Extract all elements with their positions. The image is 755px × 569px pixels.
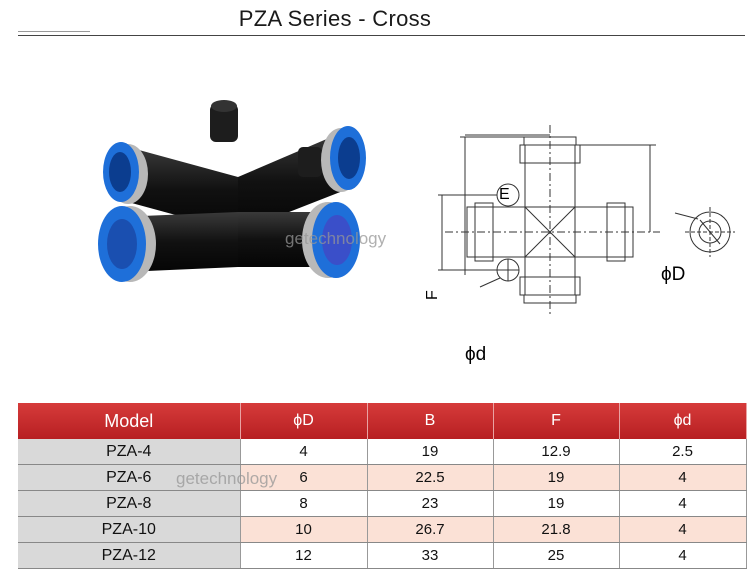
table-row: PZA-6 6 22.5 19 4	[18, 464, 747, 491]
cell-b: 26.7	[367, 516, 494, 543]
cell-model: PZA-10	[18, 516, 241, 543]
dimension-label-phi-d-outer: ϕD	[661, 264, 686, 285]
header-model: Model	[18, 403, 241, 439]
cell-b: 23	[367, 490, 494, 517]
cell-phi-d-inner: 2.5	[619, 439, 747, 465]
watermark: getechnology	[176, 469, 278, 488]
technical-drawing	[438, 125, 735, 315]
table-row: PZA-8 8 23 19 4	[18, 490, 747, 517]
cell-f: 19	[493, 490, 620, 517]
cell-phi-d-outer: 10	[240, 516, 368, 543]
cell-phi-d-inner: 4	[619, 464, 747, 491]
title-accent-rule	[18, 31, 90, 32]
cell-model: PZA-6	[18, 464, 241, 491]
cell-phi-d-outer: 4	[240, 439, 368, 465]
cell-f: 21.8	[493, 516, 620, 543]
header-b: B	[367, 403, 494, 439]
cell-model: PZA-4	[18, 439, 241, 465]
cell-phi-d-outer: 8	[240, 490, 368, 517]
cell-phi-d-inner: 4	[619, 516, 747, 543]
cell-model: PZA-8	[18, 490, 241, 517]
table-row: PZA-4 4 19 12.9 2.5	[18, 439, 747, 465]
cell-f: 19	[493, 464, 620, 491]
header-phi-d-inner: ϕd	[619, 403, 747, 439]
table-row: PZA-10 10 26.7 21.8 4	[18, 516, 747, 543]
product-photo	[98, 100, 366, 282]
page-title: PZA Series - Cross	[238, 6, 432, 31]
cell-phi-d-inner: 4	[619, 490, 747, 517]
cell-b: 19	[367, 439, 494, 465]
cell-f: 12.9	[493, 439, 620, 465]
specification-table: Model ϕD B F ϕd PZA-4 4 19 12.9 2.5 PZA-…	[18, 403, 747, 569]
header-f: F	[493, 403, 620, 439]
header-phi-d-outer: ϕD	[240, 403, 368, 439]
cell-b: 22.5	[367, 464, 494, 491]
dimension-label-f: F	[424, 290, 441, 300]
table-header-row: Model ϕD B F ϕd	[18, 403, 747, 439]
dimension-label-e: E	[499, 186, 510, 203]
cell-phi-d-outer: 6	[240, 464, 368, 491]
dimension-label-phi-d-inner: ϕd	[465, 344, 487, 365]
watermark: getechnology	[285, 229, 387, 248]
title-rule	[18, 35, 745, 36]
table-row: PZA-12 12 33 25 4	[18, 542, 747, 569]
